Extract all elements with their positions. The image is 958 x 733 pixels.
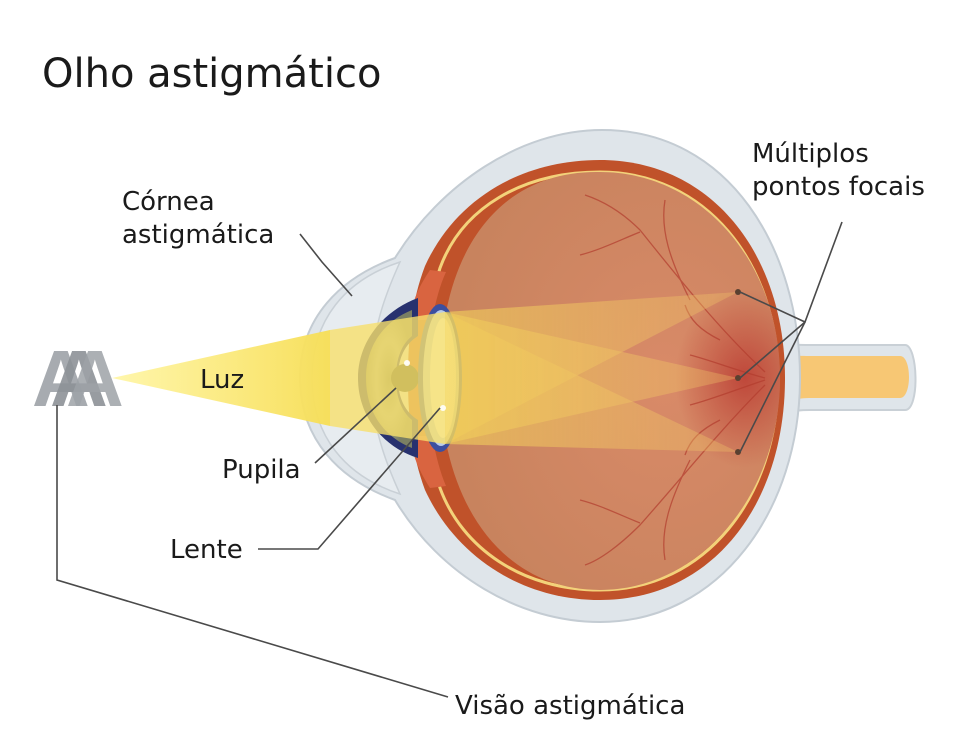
focal-point: [735, 449, 741, 455]
label-vision: Visão astigmática: [455, 691, 685, 721]
label-lens: Lente: [170, 535, 243, 565]
focal-points: [735, 289, 741, 455]
svg-text:A: A: [50, 334, 108, 423]
svg-text:A: A: [66, 334, 124, 423]
diagram-title: Olho astigmático: [42, 51, 381, 97]
leader-lines: [56, 221, 843, 698]
ciliary-body: [410, 270, 446, 488]
focal-point: [735, 375, 741, 381]
light-beams: [445, 292, 738, 452]
label-focal-line2: pontos focais: [752, 172, 925, 202]
vision-letter-a-icon: A A A: [32, 334, 124, 423]
label-pupil: Pupila: [222, 455, 301, 485]
light-cone-cornea: [330, 312, 445, 444]
svg-text:A: A: [32, 334, 90, 423]
label-cornea-line2: astigmática: [122, 220, 274, 250]
light-cone: [112, 330, 330, 426]
label-cornea-line1: Córnea: [122, 187, 215, 217]
label-light: Luz: [200, 365, 244, 395]
label-focal-line1: Múltiplos: [752, 139, 869, 169]
focal-point: [735, 289, 741, 295]
